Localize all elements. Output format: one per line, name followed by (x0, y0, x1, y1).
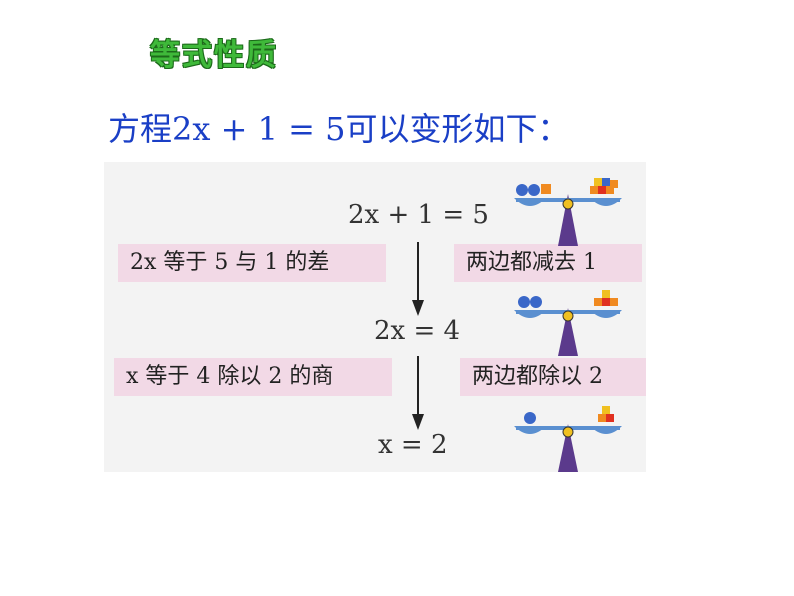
intro-prefix: 方程 (108, 110, 172, 148)
derivation-panel: 2x + 1 = 5 2x = 4 x = 2 2x 等于 5 与 1 的差 x… (104, 162, 646, 472)
equation-step-2: 2x = 4 (374, 316, 460, 346)
left-note-2: x 等于 4 除以 2 的商 (114, 358, 392, 396)
slide-title: 等式性质 (150, 30, 278, 74)
right-note-1: 两边都减去 1 (454, 244, 642, 282)
intro-line: 方程2x + 1 = 5可以变形如下： (108, 104, 569, 150)
down-arrow-icon (410, 242, 426, 318)
right-note-2: 两边都除以 2 (460, 358, 646, 396)
equation-step-1: 2x + 1 = 5 (348, 200, 489, 230)
balance-scale-icon (510, 402, 626, 472)
left-note-1: 2x 等于 5 与 1 的差 (118, 244, 386, 282)
down-arrow-icon (410, 356, 426, 432)
intro-suffix: 可以变形如下： (345, 110, 569, 148)
equation-step-3: x = 2 (378, 430, 448, 460)
balance-scale-icon (510, 286, 626, 356)
intro-equation: 2x + 1 = 5 (172, 110, 345, 148)
balance-scale-icon (510, 170, 626, 246)
